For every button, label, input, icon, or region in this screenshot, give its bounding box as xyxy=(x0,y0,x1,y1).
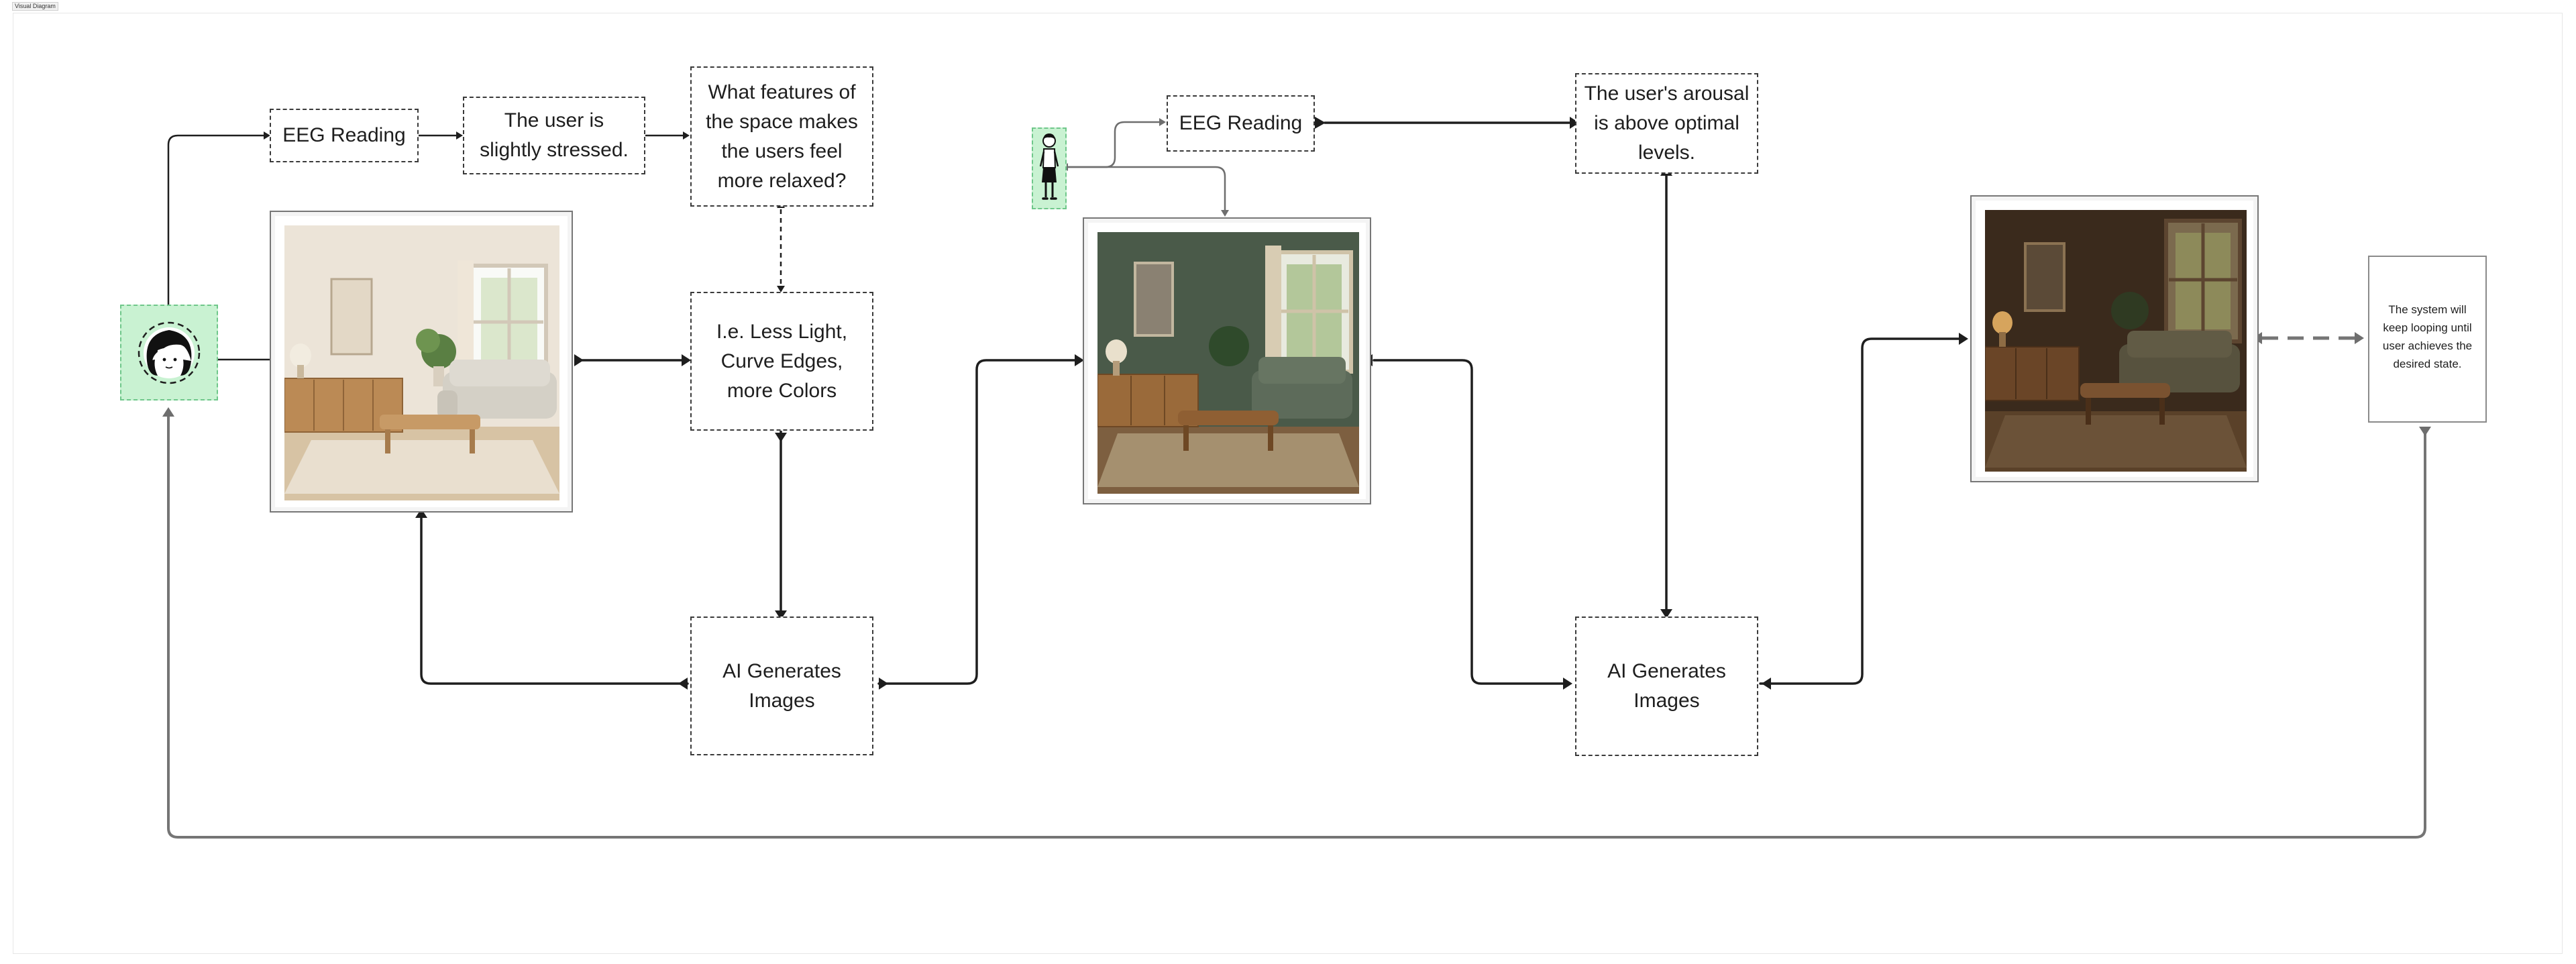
arrow-ai1-to-image1 xyxy=(420,517,689,685)
standing-person-icon xyxy=(1039,133,1059,200)
ai-generates-images-node-2: AI Generates Images xyxy=(1575,617,1758,756)
arrow-figure-to-eeg2 xyxy=(1067,121,1161,168)
user-avatar-box xyxy=(120,305,218,400)
question-node: What features of the space makes the use… xyxy=(690,66,873,207)
eeg-reading-node-1: EEG Reading xyxy=(270,109,419,162)
arrow-ai2-to-dark-image xyxy=(1759,337,1960,685)
user-figure-box xyxy=(1032,127,1067,209)
arrow-avatar-to-eeg1 xyxy=(167,134,265,345)
arrow-ai1-to-green-image xyxy=(877,359,1076,685)
arrow-figure-to-green-image xyxy=(1067,166,1226,213)
stress-node: The user is slightly stressed. xyxy=(463,97,645,174)
feedback-loop-line xyxy=(167,416,2426,839)
dark-living-room-image xyxy=(1970,195,2259,482)
arousal-node: The user's arousal is above optimal leve… xyxy=(1575,73,1758,174)
diagram-frame xyxy=(13,13,2563,954)
features-node: I.e. Less Light, Curve Edges, more Color… xyxy=(690,292,873,431)
loop-note-node: The system will keep looping until user … xyxy=(2368,256,2487,423)
user-avatar-icon xyxy=(138,321,201,384)
green-living-room-image xyxy=(1083,217,1371,504)
eeg-reading-node-2: EEG Reading xyxy=(1167,95,1315,152)
bright-living-room-image xyxy=(270,211,573,513)
frame-label: Visual Diagram xyxy=(12,2,58,11)
ai-generates-images-node-1: AI Generates Images xyxy=(690,617,873,755)
arrow-green-image-to-ai2 xyxy=(1373,359,1564,685)
